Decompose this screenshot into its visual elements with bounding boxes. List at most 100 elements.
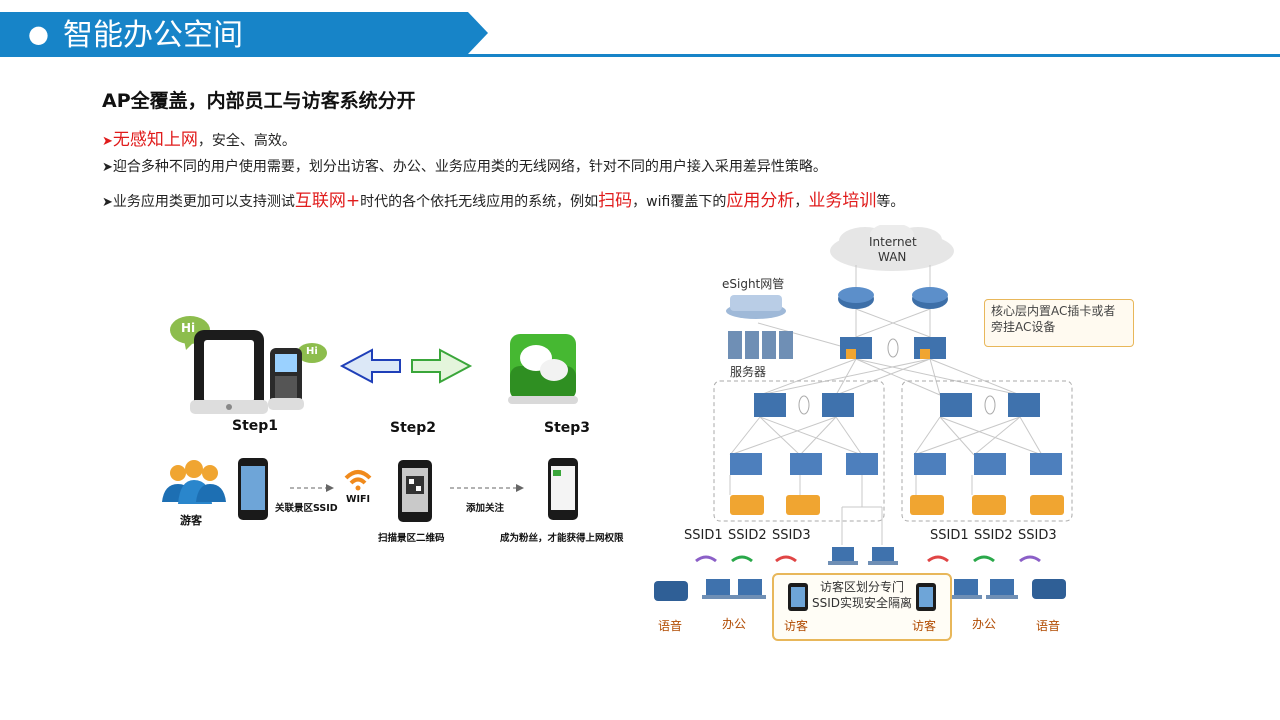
bottom-label-office-left: 办公 bbox=[722, 617, 747, 631]
hi-bubble-small-icon bbox=[297, 343, 327, 363]
access-switch-icon bbox=[790, 453, 822, 475]
highlight-text: 扫码 bbox=[598, 191, 633, 211]
router-icon bbox=[838, 287, 874, 309]
aggregation-switch-icon bbox=[1008, 393, 1040, 417]
line-text: 等。 bbox=[876, 194, 905, 210]
line-text: 时代的各个依托无线应用的系统，例如 bbox=[360, 194, 599, 210]
aggregation-switch-icon bbox=[754, 393, 786, 417]
aggregation-switch-icon bbox=[822, 393, 854, 417]
bottom-label-voice-left: 语音 bbox=[658, 619, 683, 633]
line-text: ，wifi覆盖下的 bbox=[632, 194, 727, 210]
page-title: ● 智能办公空间 bbox=[28, 14, 243, 54]
access-switch-icon bbox=[846, 453, 878, 475]
esight-server-icon bbox=[726, 295, 786, 319]
laptop-icon bbox=[986, 579, 1018, 599]
wifi-signal-icon bbox=[1019, 555, 1041, 563]
access-point-icon bbox=[1030, 495, 1064, 515]
line-text: ，安全、高效。 bbox=[197, 133, 296, 149]
link-ssid-label: 关联景区SSID bbox=[275, 503, 338, 514]
highlight-text: 无感知上网 bbox=[112, 130, 198, 150]
wechat-app-icon bbox=[508, 334, 578, 404]
laptop-icon bbox=[868, 547, 898, 565]
smartphone-icon bbox=[238, 458, 268, 520]
network-graphics bbox=[654, 225, 1073, 601]
wifi-signal-icon bbox=[731, 555, 753, 563]
wifi-label: WIFI bbox=[346, 494, 371, 505]
step1-label: Step1 bbox=[232, 418, 279, 434]
wifi-signal-icon bbox=[927, 555, 949, 563]
scan-qr-label: 扫描景区二维码 bbox=[378, 533, 445, 544]
cloud-label-line2: WAN bbox=[878, 250, 907, 264]
arrow-bullet-icon: ➤ bbox=[102, 160, 113, 175]
visitor-isolation-box: 访客区划分专门SSID实现安全隔离 bbox=[772, 573, 952, 641]
arrow-right-icon bbox=[411, 348, 473, 384]
ssid-right-1: SSID1 bbox=[930, 528, 969, 543]
highlight-text: 业务培训 bbox=[808, 191, 877, 211]
line-text: 业务应用类更加可以支持测试 bbox=[112, 194, 295, 210]
smartphone-icon bbox=[548, 458, 578, 520]
bottom-label-voice-right: 语音 bbox=[1036, 619, 1061, 633]
server-rack-icon bbox=[728, 331, 793, 359]
esight-label: eSight网管 bbox=[722, 277, 785, 291]
highlight-text: 应用分析 bbox=[726, 191, 795, 211]
arrow-bullet-icon: ➤ bbox=[102, 195, 113, 210]
laptop-icon bbox=[828, 547, 858, 565]
tablet-icon bbox=[788, 583, 808, 611]
hi-bubble-large-text: Hi bbox=[181, 321, 196, 335]
access-switch-icon bbox=[974, 453, 1006, 475]
ac-callout: 核心层内置AC插卡或者旁挂AC设备 bbox=[984, 299, 1134, 347]
follow-label: 添加关注 bbox=[466, 503, 505, 514]
visitor-label: 游客 bbox=[180, 514, 202, 527]
step3-label: Step3 bbox=[544, 420, 591, 436]
visitor-box-text: 访客区划分专门SSID实现安全隔离 bbox=[811, 580, 912, 610]
link-aggregation-icon bbox=[984, 395, 996, 415]
bullet-line-1: ➤无感知上网，安全、高效。 bbox=[102, 125, 296, 150]
bottom-label-visitor-left: 访客 bbox=[784, 619, 809, 633]
fans-label: 成为粉丝，才能获得上网权限 bbox=[500, 533, 624, 544]
ssid-left-3: SSID3 bbox=[772, 528, 811, 543]
wifi-signal-icon bbox=[973, 555, 995, 563]
ssid-left-2: SSID2 bbox=[728, 528, 767, 543]
link-aggregation-icon bbox=[798, 395, 810, 415]
link-aggregation-icon bbox=[887, 338, 899, 358]
ssid-left-1: SSID1 bbox=[684, 528, 723, 543]
wifi-signal-icon bbox=[695, 555, 717, 563]
laptop-icon bbox=[734, 579, 766, 599]
tablet-icon bbox=[916, 583, 936, 611]
visitor-flow-graphics bbox=[162, 316, 578, 522]
title-underline bbox=[0, 54, 1280, 57]
feature-phone-icon bbox=[268, 348, 304, 410]
bullet-icon: ● bbox=[28, 20, 49, 48]
bottom-label-visitor-right: 访客 bbox=[912, 619, 937, 633]
access-point-icon bbox=[786, 495, 820, 515]
line-text: ， bbox=[794, 194, 809, 210]
bottom-label-office-right: 办公 bbox=[972, 617, 997, 631]
laptop-icon bbox=[702, 579, 734, 599]
access-switch-icon bbox=[1030, 453, 1062, 475]
access-point-icon bbox=[730, 495, 764, 515]
core-switch-icon bbox=[840, 337, 872, 359]
aggregation-switch-icon bbox=[940, 393, 972, 417]
wifi-icon bbox=[344, 470, 372, 491]
step2-label: Step2 bbox=[390, 420, 437, 436]
ip-phone-icon bbox=[654, 581, 688, 601]
page-title-text: 智能办公空间 bbox=[62, 18, 243, 53]
ip-phone-icon bbox=[1032, 579, 1066, 599]
bullet-line-2: ➤迎合多种不同的用户使用需要，划分出访客、办公、业务应用类的无线网络，针对不同的… bbox=[102, 156, 827, 176]
network-topology-diagram: Internet WAN eSight网管 服务器 核心层内置AC插卡或者旁挂A… bbox=[650, 225, 1140, 641]
bullet-line-3: ➤业务应用类更加可以支持测试互联网+时代的各个依托无线应用的系统，例如扫码，wi… bbox=[102, 186, 904, 211]
laptop-icon bbox=[950, 579, 982, 599]
hi-bubble-small-text: Hi bbox=[306, 346, 318, 357]
access-switch-icon bbox=[914, 453, 946, 475]
access-point-icon bbox=[910, 495, 944, 515]
router-icon bbox=[912, 287, 948, 309]
wifi-signal-icon bbox=[775, 555, 797, 563]
ssid-right-3: SSID3 bbox=[1018, 528, 1057, 543]
qr-scan-phone-icon bbox=[398, 460, 432, 522]
dashed-arrow-icon bbox=[290, 484, 334, 492]
arrow-bullet-icon: ➤ bbox=[102, 134, 113, 149]
highlight-text: 互联网+ bbox=[294, 191, 361, 211]
dashed-arrow-icon bbox=[450, 484, 524, 492]
ssid-right-2: SSID2 bbox=[974, 528, 1013, 543]
tablet-icon bbox=[190, 330, 268, 414]
